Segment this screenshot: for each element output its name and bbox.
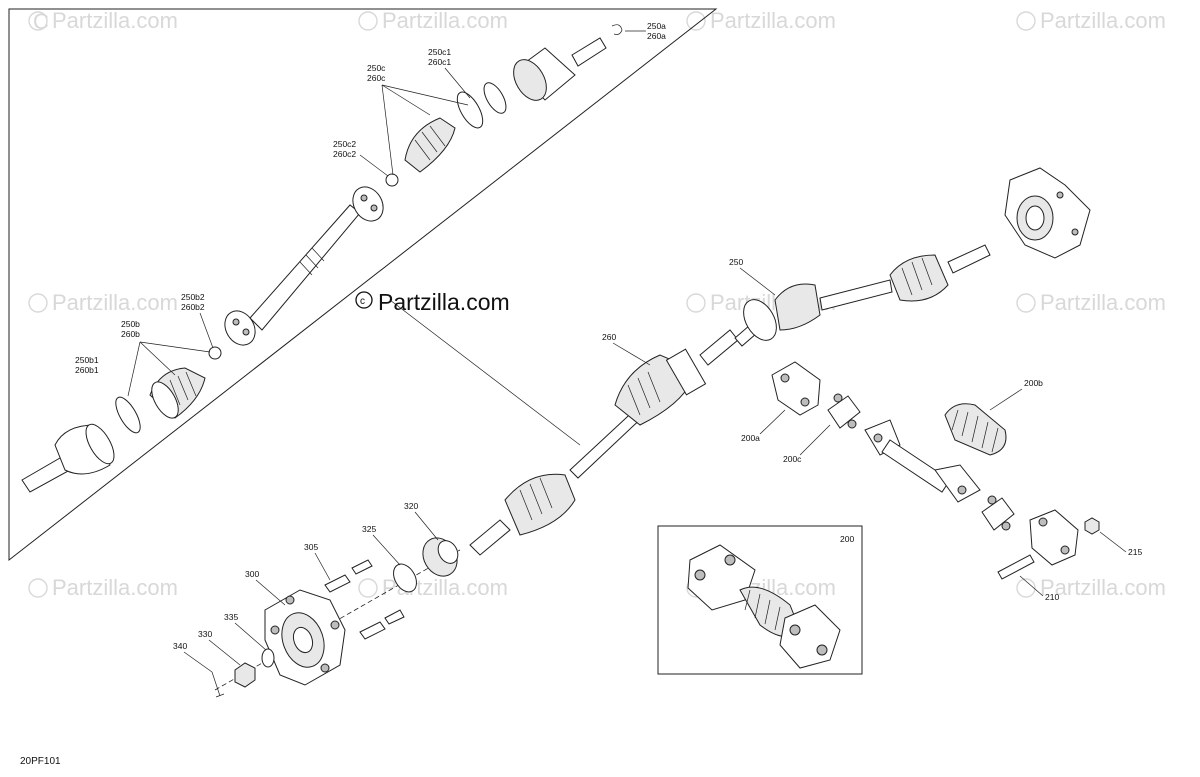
callout-250b2: 250b2 (181, 292, 205, 302)
callout-labels: 250a 260a 250c1 260c1 250c 260c 250c2 26… (75, 21, 1142, 673)
cross-200c (827, 393, 861, 429)
callout-215: 215 (1128, 547, 1142, 557)
inner-joint-upper (352, 186, 384, 222)
callout-320: 320 (404, 501, 418, 511)
watermark-bm: Partzilla.com (358, 575, 508, 600)
inner-joint-lower (224, 310, 256, 346)
exploded-drive-shaft (21, 24, 623, 493)
cross-lower (981, 495, 1015, 531)
washer-335 (261, 648, 275, 668)
exploded-view-pointer-line (389, 299, 581, 446)
callout-260: 260 (602, 332, 616, 342)
callout-200c: 200c (783, 454, 802, 464)
watermark-tl: C Partzilla.com (28, 8, 178, 34)
svg-text:Partzilla.com: Partzilla.com (378, 289, 510, 315)
slip-yoke-shaft (864, 419, 981, 503)
outer-cv-joint-part (21, 423, 115, 493)
callout-340: 340 (173, 641, 187, 651)
callout-250b1: 250b1 (75, 355, 99, 365)
svg-text:Partzilla.com: Partzilla.com (710, 8, 836, 33)
inset-assembly-200-frame (657, 525, 863, 675)
clamp-250c2 (385, 173, 399, 187)
circlip-250a (611, 24, 623, 35)
yoke-200a (771, 361, 821, 416)
svg-text:Partzilla.com: Partzilla.com (52, 8, 178, 33)
watermark-ml: Partzilla.com (28, 290, 178, 315)
callout-200: 200 (840, 534, 854, 544)
watermark-tm: Partzilla.com (358, 8, 508, 33)
center-watermark: c Partzilla.com (355, 289, 510, 315)
callout-250a: 250a (647, 21, 666, 31)
svg-text:Partzilla.com: Partzilla.com (382, 8, 508, 33)
callout-260c: 260c (367, 73, 386, 83)
nut-330 (234, 662, 256, 688)
callout-260a: 260a (647, 31, 666, 41)
callout-305: 305 (304, 542, 318, 552)
assembled-drive-shaft (469, 167, 1091, 556)
knuckle-upper-right (1004, 167, 1091, 259)
callout-250c2: 250c2 (333, 139, 356, 149)
boot-200b (944, 403, 1007, 456)
callout-200b: 200b (1024, 378, 1043, 388)
svg-text:Partzilla.com: Partzilla.com (1040, 575, 1166, 600)
callout-260c2: 260c2 (333, 149, 356, 159)
bolts-305 (324, 559, 405, 640)
callout-260c1: 260c1 (428, 57, 451, 67)
svg-text:Partzilla.com: Partzilla.com (52, 575, 178, 600)
exploded-view-frame (8, 8, 718, 562)
callout-250: 250 (729, 257, 743, 267)
callout-250b: 250b (121, 319, 140, 329)
callout-250c1: 250c1 (428, 47, 451, 57)
callout-260b: 260b (121, 329, 140, 339)
inset-assembly-200 (687, 544, 841, 669)
hub-300 (264, 589, 346, 686)
callout-330: 330 (198, 629, 212, 639)
callout-300: 300 (245, 569, 259, 579)
watermark-tr2: Partzilla.com (1016, 8, 1166, 33)
boot-250c (404, 117, 456, 173)
watermark-mr2: Partzilla.com (1016, 290, 1166, 315)
bolt-210 (997, 554, 1035, 580)
hub-group (211, 537, 461, 698)
svg-text:c: c (360, 296, 365, 307)
svg-text:C: C (33, 9, 49, 34)
svg-text:Partzilla.com: Partzilla.com (1040, 8, 1166, 33)
watermark-br: Partzilla.com (1016, 575, 1166, 600)
clamp-250c1 (456, 91, 484, 129)
callout-260b2: 260b2 (181, 302, 205, 312)
svg-text:Partzilla.com: Partzilla.com (52, 290, 178, 315)
yoke-lower-right (1029, 509, 1079, 566)
callout-210: 210 (1045, 592, 1059, 602)
callout-335: 335 (224, 612, 238, 622)
inner-cv-housing (513, 37, 607, 101)
svg-text:Partzilla.com: Partzilla.com (1040, 290, 1166, 315)
clamp-250b1 (115, 396, 141, 434)
diagram-code: 20PF101 (20, 756, 61, 767)
callout-260b1: 260b1 (75, 365, 99, 375)
watermark-tr1: Partzilla.com (686, 8, 836, 33)
clamp-250c1-b (483, 82, 507, 114)
prop-shaft-group (771, 361, 1100, 580)
callout-200a: 200a (741, 433, 760, 443)
nut-215 (1084, 517, 1100, 535)
watermark-bl: Partzilla.com (28, 575, 178, 600)
boot-250b (149, 367, 206, 419)
bearing-320 (422, 537, 459, 577)
callout-325: 325 (362, 524, 376, 534)
circlip-325 (393, 563, 417, 593)
clamp-250b2 (208, 346, 222, 360)
cotter-pin-340 (211, 671, 225, 698)
callout-250c: 250c (367, 63, 386, 73)
